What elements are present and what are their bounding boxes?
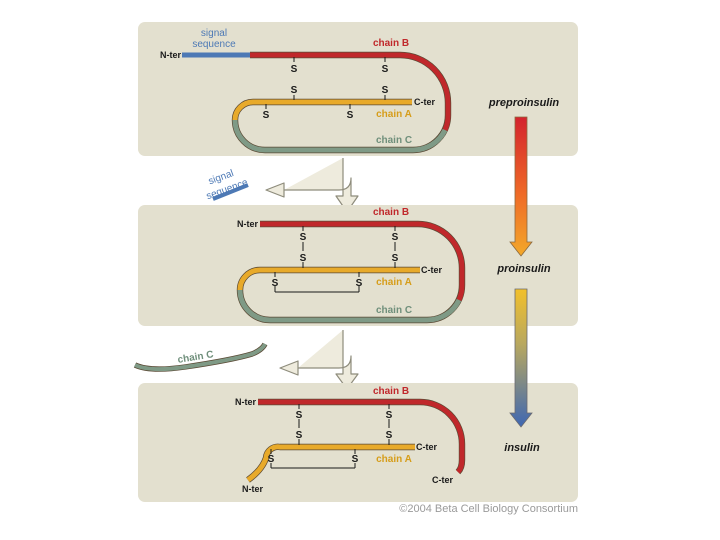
processing-arrow: [279, 330, 359, 390]
sulfur-label: S: [386, 430, 393, 441]
removed-chain-c: [134, 343, 267, 372]
sulfur-label: S: [291, 64, 298, 75]
signal-sequence-label: sequence: [192, 39, 236, 50]
c-terminus-label: C-ter: [414, 97, 435, 107]
removed-signal-sequence: [212, 183, 249, 201]
sulfur-label: S: [272, 278, 279, 289]
n-terminus-label: N-ter: [160, 50, 181, 60]
sulfur-label: S: [352, 454, 359, 465]
chain-a-label: chain A: [376, 277, 412, 288]
panel-proinsulin: N-ter chain B chain C C-ter chain A S S …: [138, 205, 578, 326]
panel-background: [138, 205, 578, 326]
c-terminus-label: C-ter: [416, 442, 437, 452]
n-terminus-label: N-ter: [235, 397, 256, 407]
sulfur-label: S: [300, 253, 307, 264]
chain-b-label: chain B: [373, 386, 409, 397]
chain-b-loop: [417, 221, 465, 302]
stage-label-preproinsulin: preproinsulin: [488, 97, 560, 109]
copyright-credit: ©2004 Beta Cell Biology Consortium: [399, 503, 578, 515]
chain-c: [237, 289, 462, 323]
sulfur-label: S: [300, 232, 307, 243]
chain-b-loop: [399, 52, 451, 132]
chain-c-label: chain C: [376, 135, 412, 146]
panel-insulin: N-ter chain B C-ter C-ter chain A N-ter …: [138, 383, 578, 502]
c-terminus-label: C-ter: [432, 475, 453, 485]
chain-b-label: chain B: [373, 207, 409, 218]
disulfide-bonds: [270, 404, 390, 469]
sulfur-label: S: [296, 430, 303, 441]
sulfur-label: S: [392, 232, 399, 243]
sulfur-label: S: [291, 85, 298, 96]
n-terminus-label: N-ter: [242, 484, 263, 494]
chain-c-label: chain C: [376, 305, 412, 316]
chain-c: [232, 119, 448, 153]
cysteine-markers: [265, 57, 386, 109]
sulfur-label: S: [382, 85, 389, 96]
chain-a-label: chain A: [376, 454, 412, 465]
processing-arrow: [265, 158, 359, 213]
sulfur-label: S: [386, 410, 393, 421]
chain-a-label: chain A: [376, 109, 412, 120]
panel-preproinsulin: signal sequence N-ter chain B chain C C-…: [138, 22, 578, 156]
chain-a: [246, 444, 415, 483]
stage-label-insulin: insulin: [504, 442, 540, 454]
signal-sequence-label: signal: [201, 28, 227, 39]
c-terminus-label: C-ter: [421, 265, 442, 275]
chain-b-label: chain B: [373, 38, 409, 49]
sulfur-label: S: [268, 454, 275, 465]
stage-progression-arrow: [509, 116, 533, 257]
stage-progression-arrow: [509, 288, 533, 428]
sulfur-label: S: [263, 110, 270, 121]
panel-background: [138, 383, 578, 502]
chain-b: [258, 399, 465, 474]
n-terminus-label: N-ter: [237, 219, 258, 229]
chain-a: [237, 267, 420, 291]
sulfur-label: S: [392, 253, 399, 264]
chain-a: [232, 99, 412, 121]
disulfide-bonds: [274, 226, 396, 293]
sulfur-label: S: [356, 278, 363, 289]
sulfur-label: S: [296, 410, 303, 421]
stage-label-proinsulin: proinsulin: [496, 263, 550, 275]
sulfur-label: S: [382, 64, 389, 75]
sulfur-label: S: [347, 110, 354, 121]
